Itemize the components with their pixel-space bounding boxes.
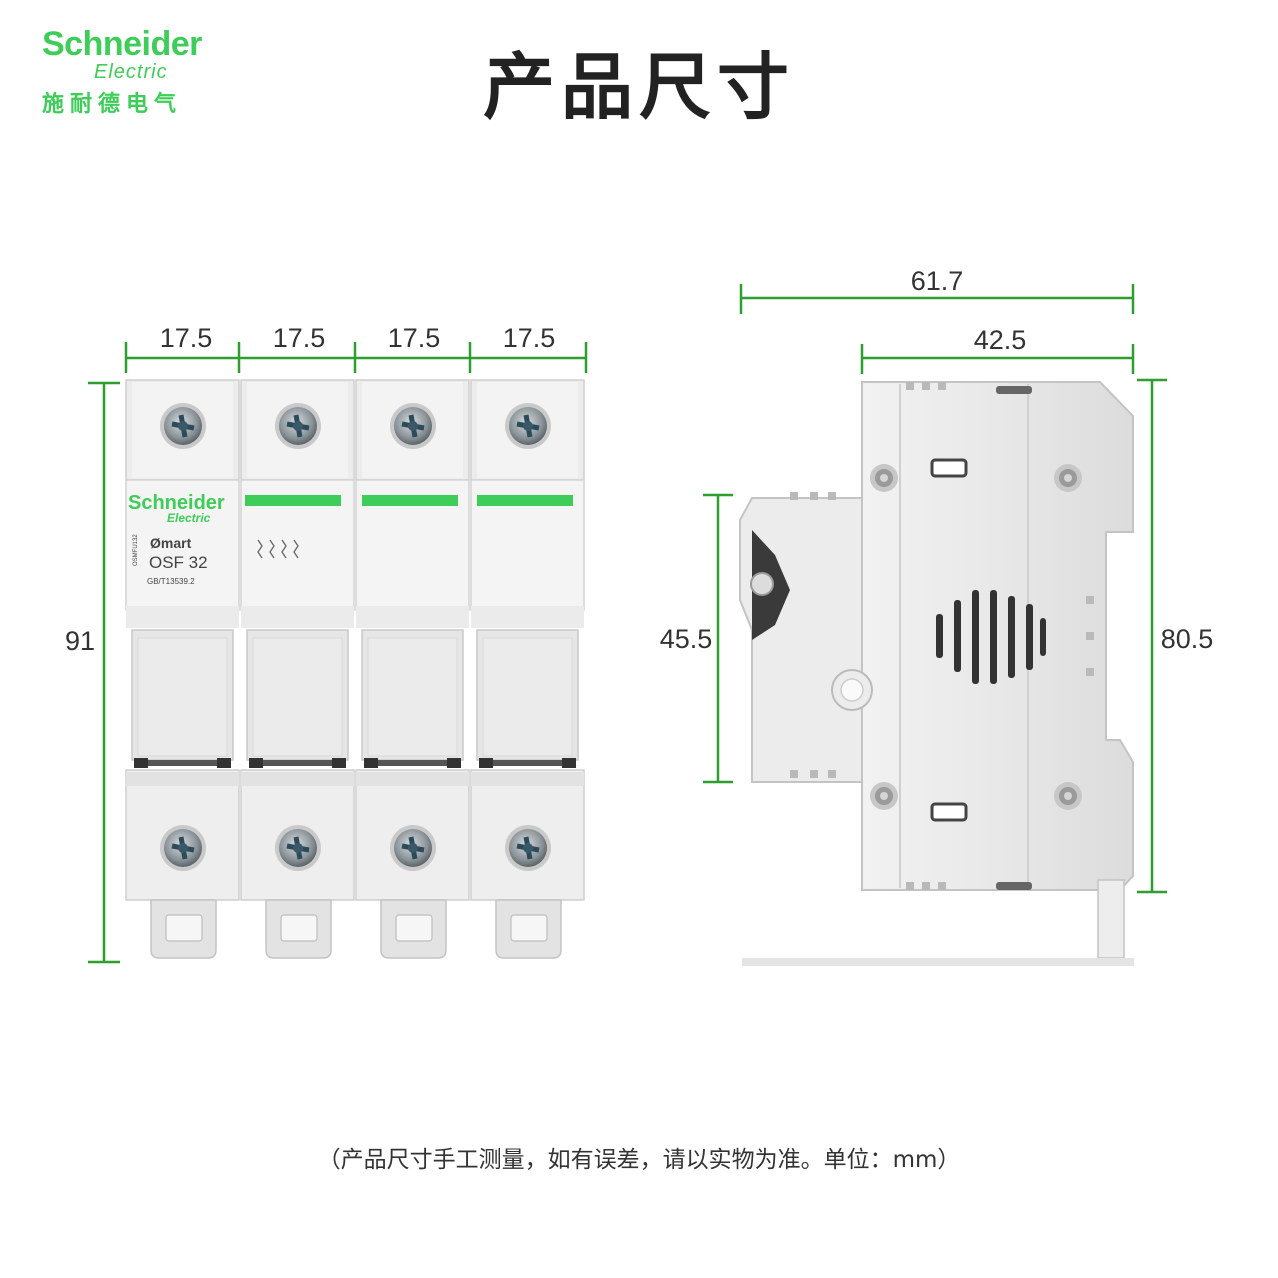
- pole-1: [126, 380, 239, 958]
- side-opening-top: [930, 458, 968, 478]
- product-side-code: OSMFU132: [133, 534, 139, 566]
- side-body-height-dim: [1137, 378, 1167, 894]
- product-brand-label: Schneider: [128, 492, 225, 514]
- schneider-logo: Schneider Electric 施耐德电气: [42, 26, 242, 118]
- dim-pole-2: 17.5: [273, 323, 326, 353]
- dim-pole-4: 17.5: [503, 323, 556, 353]
- side-view: 61.7 42.5 45.5 80.5: [660, 266, 1214, 966]
- pole-4-stripe: [477, 495, 573, 506]
- pole-2: [241, 380, 354, 958]
- logo-brand: Schneider: [42, 25, 202, 63]
- side-bolt-3: [870, 782, 898, 810]
- fuse-symbols: [257, 539, 299, 559]
- side-bolt-4: [1054, 782, 1082, 810]
- side-slot-marks: [790, 382, 1094, 890]
- product-standard: GB/T13539.2: [147, 577, 195, 586]
- front-view: Schneider Electric Ømart OSF 32 GB/T1353…: [65, 323, 588, 964]
- side-body-depth-dim: [860, 344, 1135, 374]
- front-width-dim: [124, 342, 588, 373]
- footnote: （产品尺寸手工测量，如有误差，请以实物为准。单位：mm）: [317, 1147, 961, 1173]
- pole-4: [471, 380, 584, 958]
- side-shadow: [742, 958, 1134, 966]
- side-din-tab: [1097, 879, 1125, 959]
- dim-front-height: 91: [65, 626, 95, 656]
- logo-sub: Electric: [94, 61, 168, 83]
- pole-3-stripe: [362, 495, 458, 506]
- product-series: Ømart: [150, 535, 192, 551]
- dim-side-body-depth: 42.5: [974, 325, 1027, 355]
- product-brand-sub: Electric: [167, 511, 211, 525]
- page-title: 产品尺寸: [482, 45, 795, 129]
- side-vents: [936, 590, 1046, 684]
- dim-pole-1: 17.5: [160, 323, 213, 353]
- dim-side-body-height: 80.5: [1161, 624, 1214, 654]
- front-height-dim: [88, 381, 120, 964]
- logo-cn: 施耐德电气: [42, 92, 183, 117]
- dim-pole-3: 17.5: [388, 323, 441, 353]
- side-total-depth-dim: [739, 284, 1135, 314]
- pole-2-stripe: [245, 495, 341, 506]
- side-opening-bottom: [930, 802, 968, 822]
- side-bolt-1: [870, 464, 898, 492]
- pole-3: [356, 380, 469, 958]
- side-body: [861, 381, 1134, 891]
- side-front-height-dim: [703, 493, 733, 784]
- product-model: OSF 32: [149, 553, 208, 572]
- side-bolt-2: [1054, 464, 1082, 492]
- dim-side-front-height: 45.5: [660, 624, 713, 654]
- dim-side-total-depth: 61.7: [911, 266, 964, 296]
- side-handle-pivot: [750, 572, 774, 596]
